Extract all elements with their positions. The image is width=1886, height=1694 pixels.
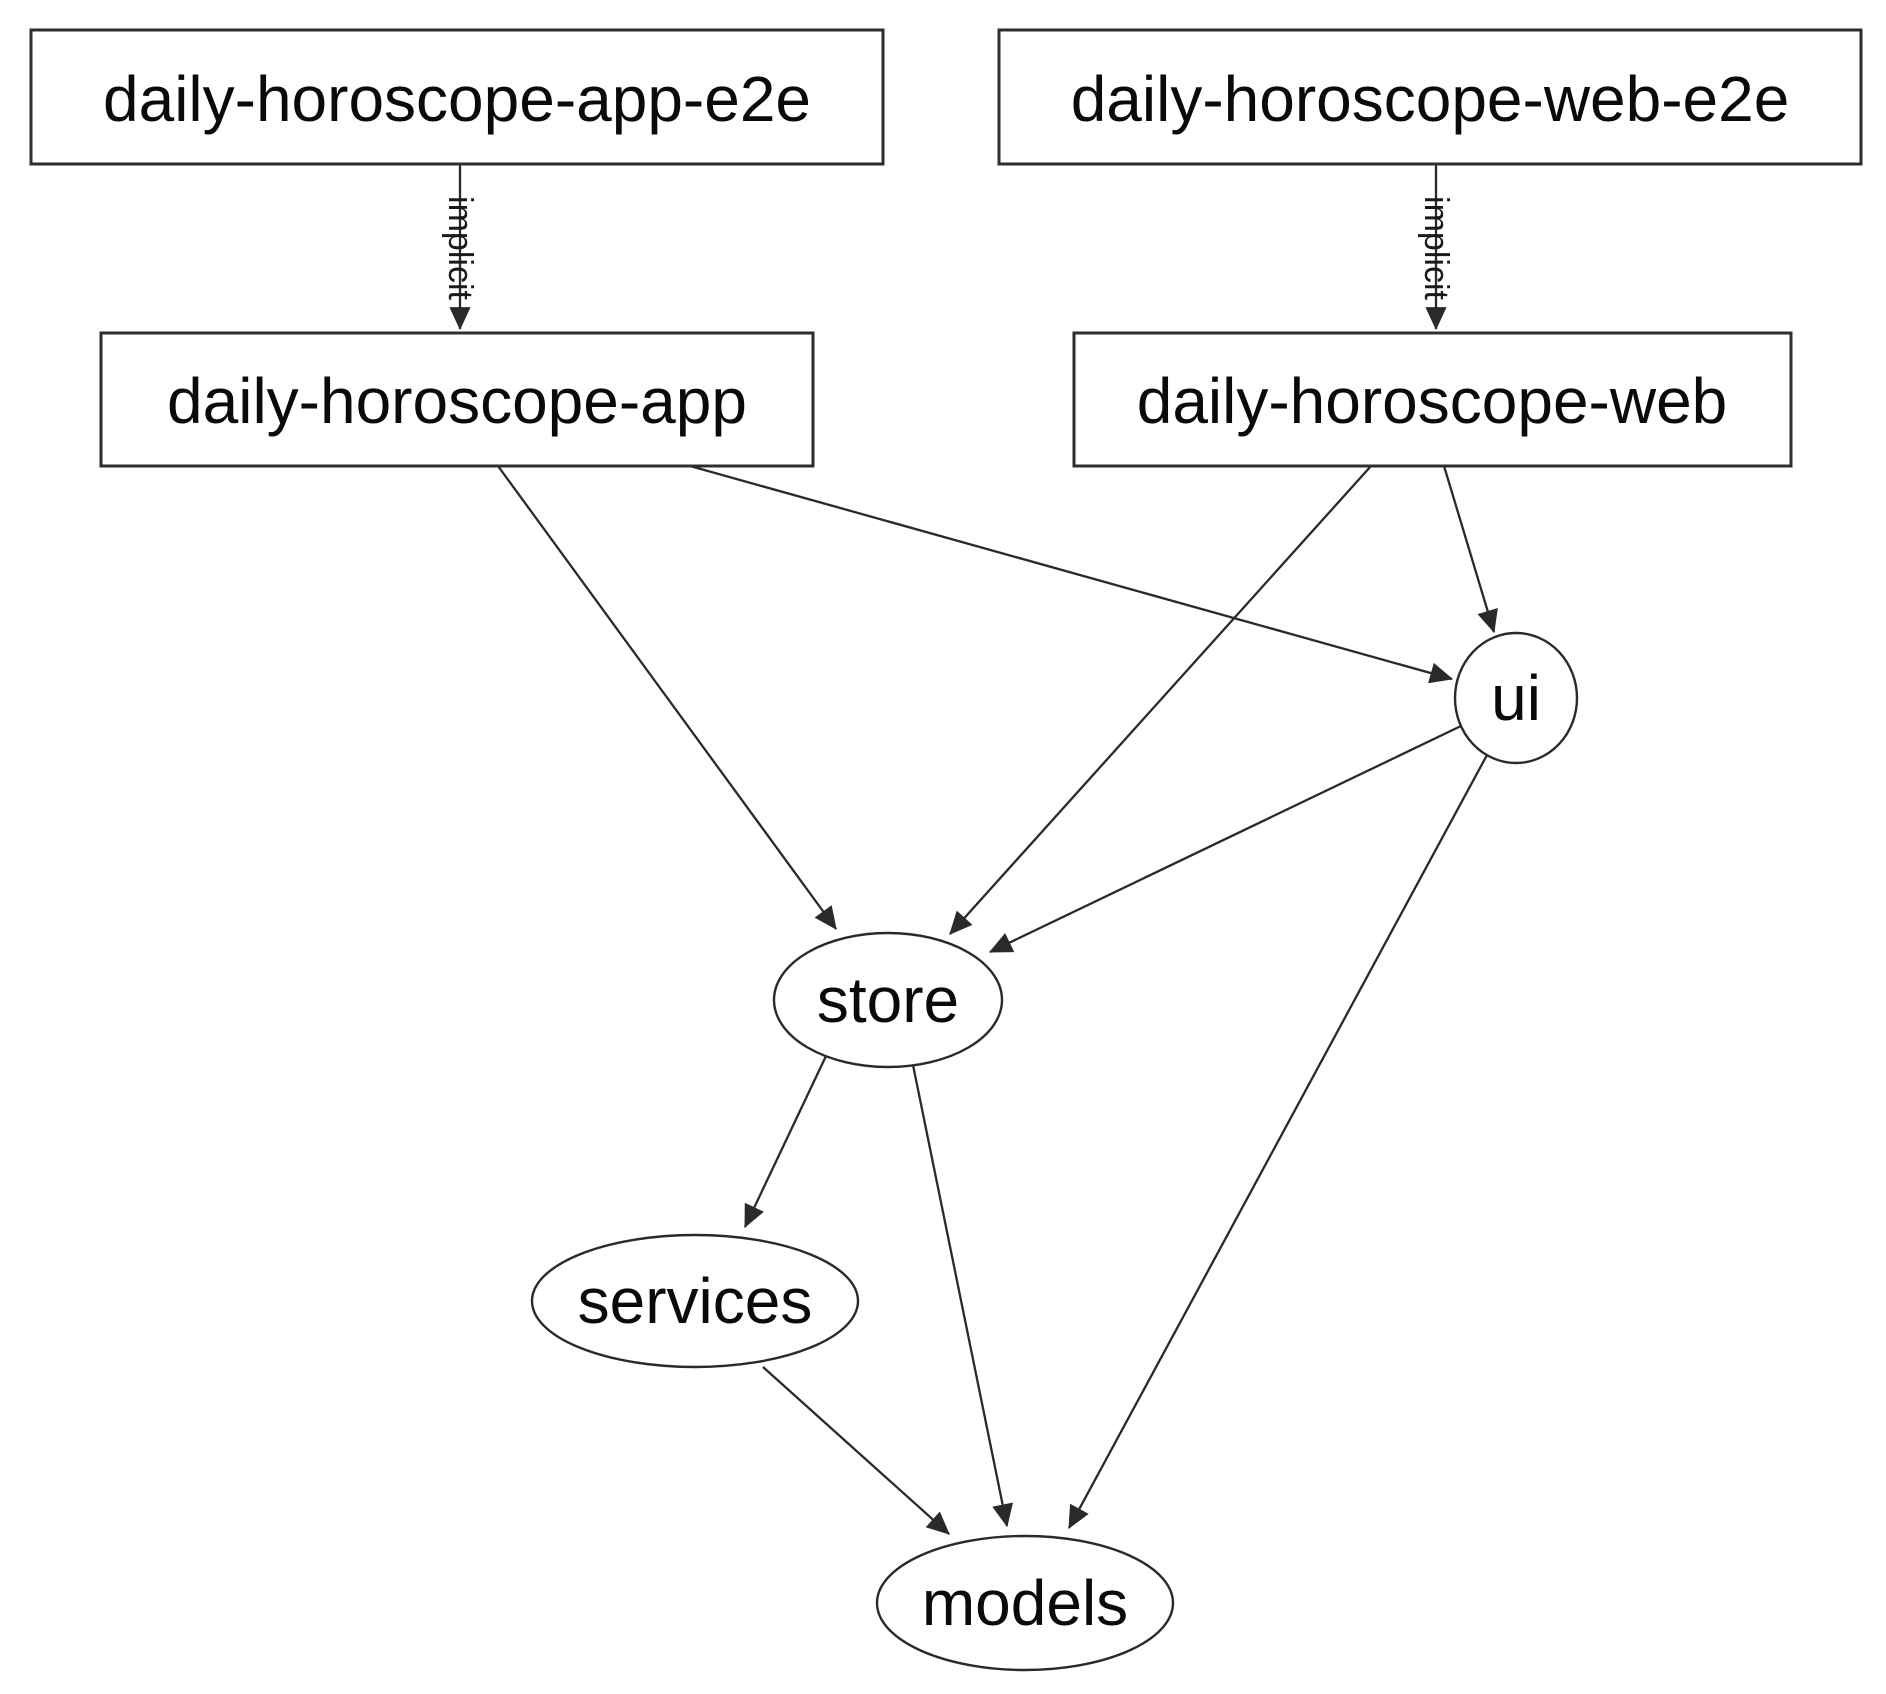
node-store[interactable]: store — [772, 931, 1004, 1069]
edge-ui-to-store — [988, 724, 1462, 954]
node-models[interactable]: models — [875, 1534, 1175, 1672]
node-ellipse-ui[interactable] — [1453, 631, 1579, 765]
node-daily-horoscope-app-e2e[interactable]: daily-horoscope-app-e2e — [29, 28, 885, 166]
node-ellipse-services[interactable] — [530, 1233, 860, 1369]
edge-ui-to-models — [1067, 754, 1489, 1530]
node-label-daily-horoscope-app-e2e: daily-horoscope-app-e2e — [103, 63, 811, 135]
edge-label-implicit-web: implicit — [1417, 196, 1455, 300]
node-label-daily-horoscope-app: daily-horoscope-app — [167, 365, 747, 437]
node-ellipse-store[interactable] — [772, 931, 1004, 1069]
node-daily-horoscope-app[interactable]: daily-horoscope-app — [99, 331, 815, 468]
edge-group: implicit implicit — [441, 164, 1498, 1535]
node-label-models: models — [922, 1567, 1128, 1639]
node-services[interactable]: services — [530, 1233, 860, 1369]
node-box-daily-horoscope-web-e2e[interactable] — [997, 28, 1863, 166]
node-label-daily-horoscope-web: daily-horoscope-web — [1137, 365, 1728, 437]
node-ellipse-models[interactable] — [875, 1534, 1175, 1672]
node-ui[interactable]: ui — [1453, 631, 1579, 765]
node-label-ui: ui — [1491, 662, 1541, 734]
node-daily-horoscope-web[interactable]: daily-horoscope-web — [1072, 331, 1793, 468]
node-daily-horoscope-web-e2e[interactable]: daily-horoscope-web-e2e — [997, 28, 1863, 166]
edge-web-to-ui — [1442, 465, 1498, 634]
node-label-daily-horoscope-web-e2e: daily-horoscope-web-e2e — [1071, 63, 1790, 135]
edge-services-to-models — [762, 1366, 950, 1535]
edge-web-to-store — [949, 465, 1372, 935]
edge-label-implicit-app: implicit — [441, 196, 479, 300]
edge-app-to-store — [497, 465, 837, 930]
node-box-daily-horoscope-app[interactable] — [99, 331, 815, 468]
node-label-services: services — [578, 1265, 813, 1337]
edge-app-to-ui — [689, 464, 1454, 684]
edge-store-to-models — [911, 1064, 1014, 1528]
node-box-daily-horoscope-app-e2e[interactable] — [29, 28, 885, 166]
edge-store-to-services — [743, 1055, 828, 1229]
node-label-store: store — [817, 964, 959, 1036]
node-box-daily-horoscope-web[interactable] — [1072, 331, 1793, 468]
